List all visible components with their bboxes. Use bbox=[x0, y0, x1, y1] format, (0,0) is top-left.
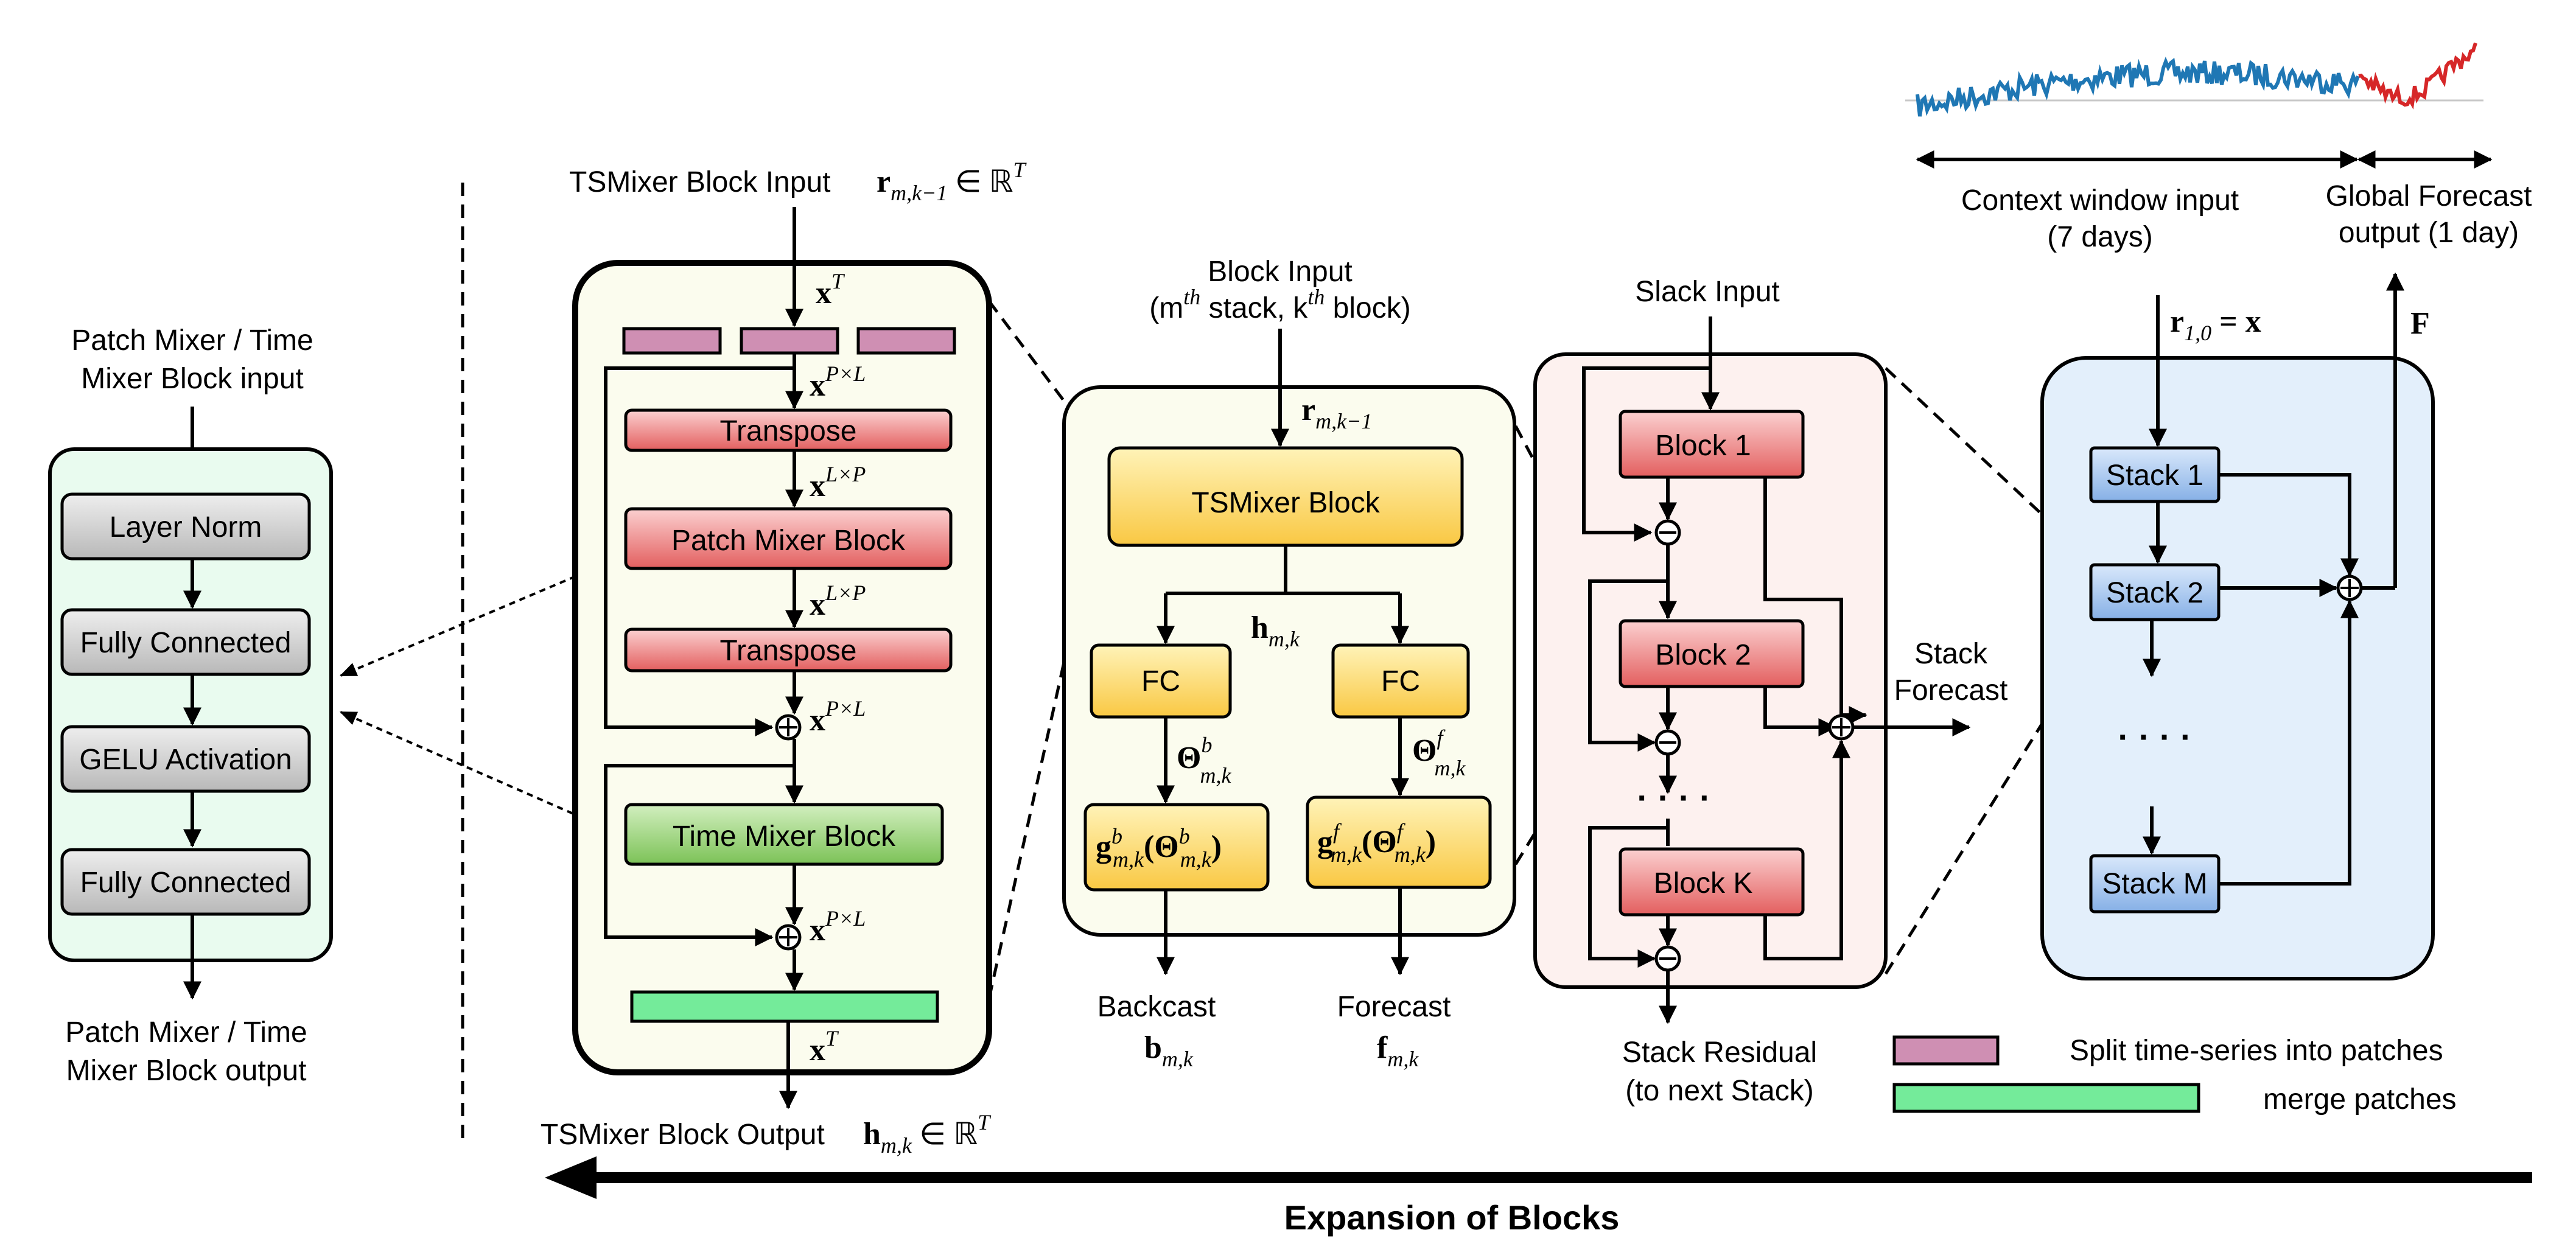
gelu-activation-box bbox=[60, 725, 311, 793]
stack-input-label: Slack Input bbox=[1635, 276, 1779, 308]
global-stacks-container bbox=[2040, 356, 2435, 980]
patch-segment-2 bbox=[740, 327, 839, 355]
stack-detail-panel: Slack Input Block 1 Block 2 · · · · Bloc… bbox=[1533, 276, 2008, 1107]
time-mixer-block-label: Time Mixer Block bbox=[673, 820, 896, 853]
r-in-label: rm,k−1 bbox=[1301, 393, 1372, 433]
transpose-1-label: Transpose bbox=[720, 415, 857, 447]
time-mixer-detail-pointer bbox=[339, 711, 634, 841]
stack-2-box bbox=[2089, 563, 2221, 621]
tsmixer-input-title: TSMixer Block Input bbox=[569, 166, 830, 198]
transpose-2-label: Transpose bbox=[720, 635, 857, 667]
legend-merge-label: merge patches bbox=[2263, 1083, 2457, 1116]
patch-mixer-block-box bbox=[624, 507, 953, 570]
stack-m-label: Stack M bbox=[2102, 868, 2207, 900]
transpose-2-box bbox=[624, 627, 953, 673]
fully-connected-2-box bbox=[60, 848, 311, 916]
legend-split-label: Split time-series into patches bbox=[2070, 1035, 2443, 1067]
time-mixer-block-box bbox=[624, 803, 944, 866]
mixer-output-label-line1: Patch Mixer / Time bbox=[65, 1016, 307, 1049]
h-out-label: hm,k bbox=[1251, 610, 1300, 651]
layer-norm-label: Layer Norm bbox=[110, 511, 262, 543]
block-1-box bbox=[1619, 410, 1805, 479]
global-panel: Context window input (7 days) Global For… bbox=[1905, 42, 2532, 980]
expansion-arrow: Expansion of Blocks bbox=[545, 1156, 2532, 1237]
fully-connected-1-label: Fully Connected bbox=[80, 627, 292, 659]
tsmixer-block-label: TSMixer Block bbox=[1191, 487, 1380, 519]
context-window-label-line1: Context window input bbox=[1961, 184, 2239, 217]
global-forecast-label-line1: Global Forecast bbox=[2326, 180, 2532, 212]
stack-2-label: Stack 2 bbox=[2106, 577, 2203, 609]
gelu-activation-label: GELU Activation bbox=[79, 744, 292, 776]
tsmixer-input-math: rm,k−1 ∈ ℝT bbox=[877, 158, 1027, 205]
patch-mixer-detail-pointer bbox=[339, 550, 637, 677]
x-LP-2-label: xL×P bbox=[810, 581, 866, 622]
fc-left-label: FC bbox=[1141, 665, 1180, 697]
stack-1-label: Stack 1 bbox=[2106, 460, 2203, 492]
backcast-label: Backcast bbox=[1097, 991, 1216, 1023]
r10-label: r1,0 = x bbox=[2170, 304, 2261, 345]
block-2-label: Block 2 bbox=[1655, 639, 1751, 671]
stack-residual-label-line1: Stack Residual bbox=[1622, 1036, 1817, 1069]
xT-bottom-label: xT bbox=[810, 1026, 839, 1068]
fully-connected-1-box bbox=[60, 608, 311, 676]
block-k-label: Block K bbox=[1654, 867, 1753, 900]
xT-top-label: xT bbox=[816, 269, 845, 310]
layer-norm-box bbox=[60, 492, 311, 561]
expansion-line-stack-top bbox=[1885, 367, 2095, 564]
legend-merge-swatch bbox=[1892, 1083, 2200, 1113]
fc-right-label: FC bbox=[1381, 665, 1420, 697]
backcast-math: bm,k bbox=[1144, 1030, 1194, 1071]
global-stacks-ellipsis: · · · · bbox=[2118, 718, 2191, 756]
x-PL-2-label: xP×L bbox=[810, 696, 866, 738]
merge-patches-bar bbox=[630, 990, 939, 1023]
transpose-1-box bbox=[624, 408, 953, 452]
context-window-label-line2: (7 days) bbox=[2047, 221, 2152, 253]
legend-split-swatch bbox=[1892, 1035, 2000, 1066]
context-series-line bbox=[1916, 57, 2360, 117]
expansion-label: Expansion of Blocks bbox=[1284, 1198, 1620, 1237]
patch-mixer-block-label: Patch Mixer Block bbox=[671, 525, 906, 557]
forecast-series-line bbox=[2358, 42, 2477, 110]
x-PL-1-label: xP×L bbox=[810, 362, 866, 403]
global-forecast-label-line2: output (1 day) bbox=[2339, 217, 2519, 249]
block-2-box bbox=[1619, 619, 1805, 688]
expansion-line-tsmixer-top bbox=[988, 300, 1097, 444]
g-backcast-box bbox=[1083, 803, 1270, 892]
block-detail-panel: Block Input (mth stack, kth block) rm,k−… bbox=[1062, 256, 1516, 1071]
forecast-label: Forecast bbox=[1337, 991, 1451, 1023]
time-series-plot bbox=[1905, 42, 2483, 117]
stack-residual-label-line2: (to next Stack) bbox=[1625, 1075, 1813, 1107]
stack-blocks-ellipsis: · · · · bbox=[1637, 778, 1710, 817]
global-forecast-F: F bbox=[2410, 306, 2430, 341]
block-1-label: Block 1 bbox=[1655, 430, 1751, 462]
tsmixer-block-panel: TSMixer Block Input rm,k−1 ∈ ℝT xT xP×L … bbox=[541, 158, 1027, 1158]
patch-segment-1 bbox=[622, 327, 722, 355]
mixer-output-label-line2: Mixer Block output bbox=[66, 1055, 307, 1087]
expansion-line-tsmixer-bottom bbox=[987, 520, 1097, 999]
patch-segment-3 bbox=[856, 327, 956, 355]
tsmixer-output-title: TSMixer Block Output bbox=[541, 1119, 825, 1151]
mixer-block-panel: Patch Mixer / Time Mixer Block input Lay… bbox=[48, 324, 333, 1087]
x-LP-1-label: xL×P bbox=[810, 462, 866, 503]
forecast-math: fm,k bbox=[1377, 1030, 1419, 1071]
x-PL-3-label: xP×L bbox=[810, 906, 866, 948]
tsmixer-output-math: hm,k ∈ ℝT bbox=[863, 1110, 992, 1158]
legend: Split time-series into patches merge pat… bbox=[1892, 1035, 2457, 1116]
stack-forecast-label-line2: Forecast bbox=[1894, 674, 2008, 707]
fully-connected-2-label: Fully Connected bbox=[80, 867, 292, 899]
mixer-input-label-line1: Patch Mixer / Time bbox=[71, 324, 313, 357]
stack-forecast-label-line1: Stack bbox=[1914, 638, 1988, 670]
mixer-input-label-line2: Mixer Block input bbox=[81, 363, 303, 395]
block-input-subtitle: (mth stack, kth block) bbox=[1149, 285, 1410, 324]
fc-left-box bbox=[1090, 643, 1232, 719]
block-k-box bbox=[1619, 847, 1805, 917]
block-input-title: Block Input bbox=[1208, 256, 1352, 288]
